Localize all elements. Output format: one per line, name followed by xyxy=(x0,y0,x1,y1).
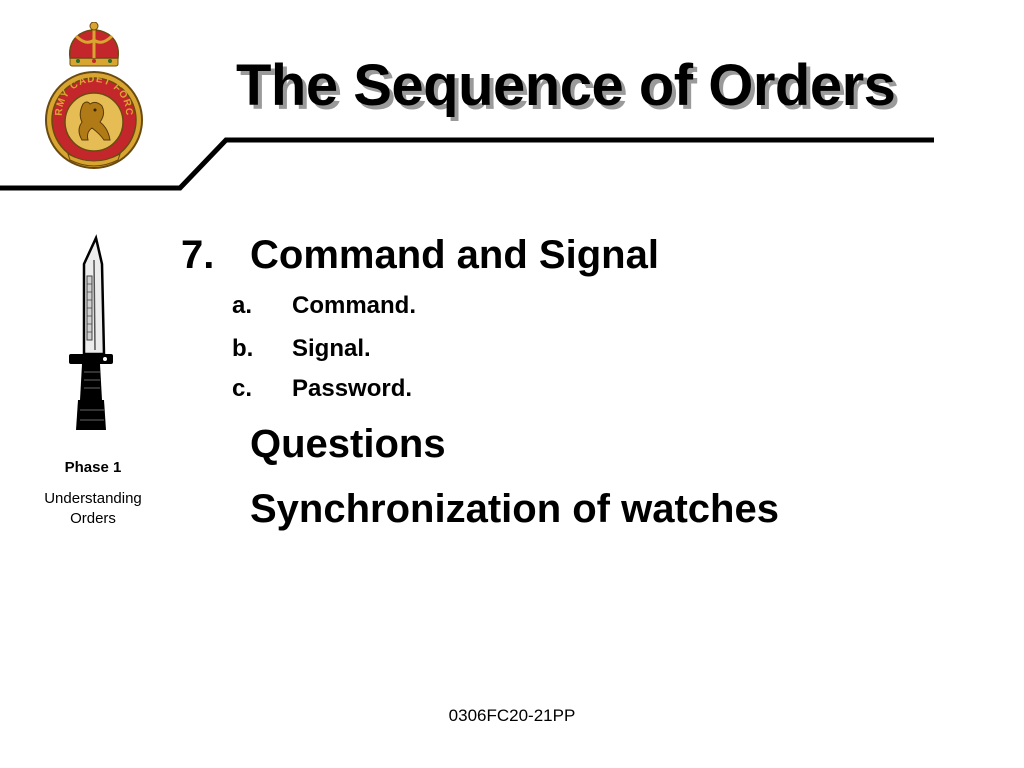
phase-label: Phase 1 xyxy=(64,459,122,476)
slide-title: The Sequence of Orders xyxy=(236,53,896,118)
sub-item-label: b. xyxy=(232,335,254,362)
sub-item-text: Password. xyxy=(292,375,413,402)
crown-icon xyxy=(68,22,120,67)
sub-item-text: Signal. xyxy=(292,335,371,362)
sub-item-label: c. xyxy=(232,375,253,402)
footer-code: 0306FC20-21PP xyxy=(448,706,576,725)
sub-item-text: Command. xyxy=(292,292,417,319)
sub-item-label: a. xyxy=(232,292,253,319)
item-number: 7. xyxy=(181,233,215,277)
synchronization-line: Synchronization of watches xyxy=(250,487,779,531)
item-title: Command and Signal xyxy=(250,233,659,277)
header-divider xyxy=(0,137,934,191)
subject-label: Understanding Orders xyxy=(44,490,142,527)
army-cadet-force-crest-icon: ARMY CADET FORCE xyxy=(38,22,143,169)
questions-line: Questions xyxy=(250,422,446,466)
bayonet-icon xyxy=(69,234,113,430)
